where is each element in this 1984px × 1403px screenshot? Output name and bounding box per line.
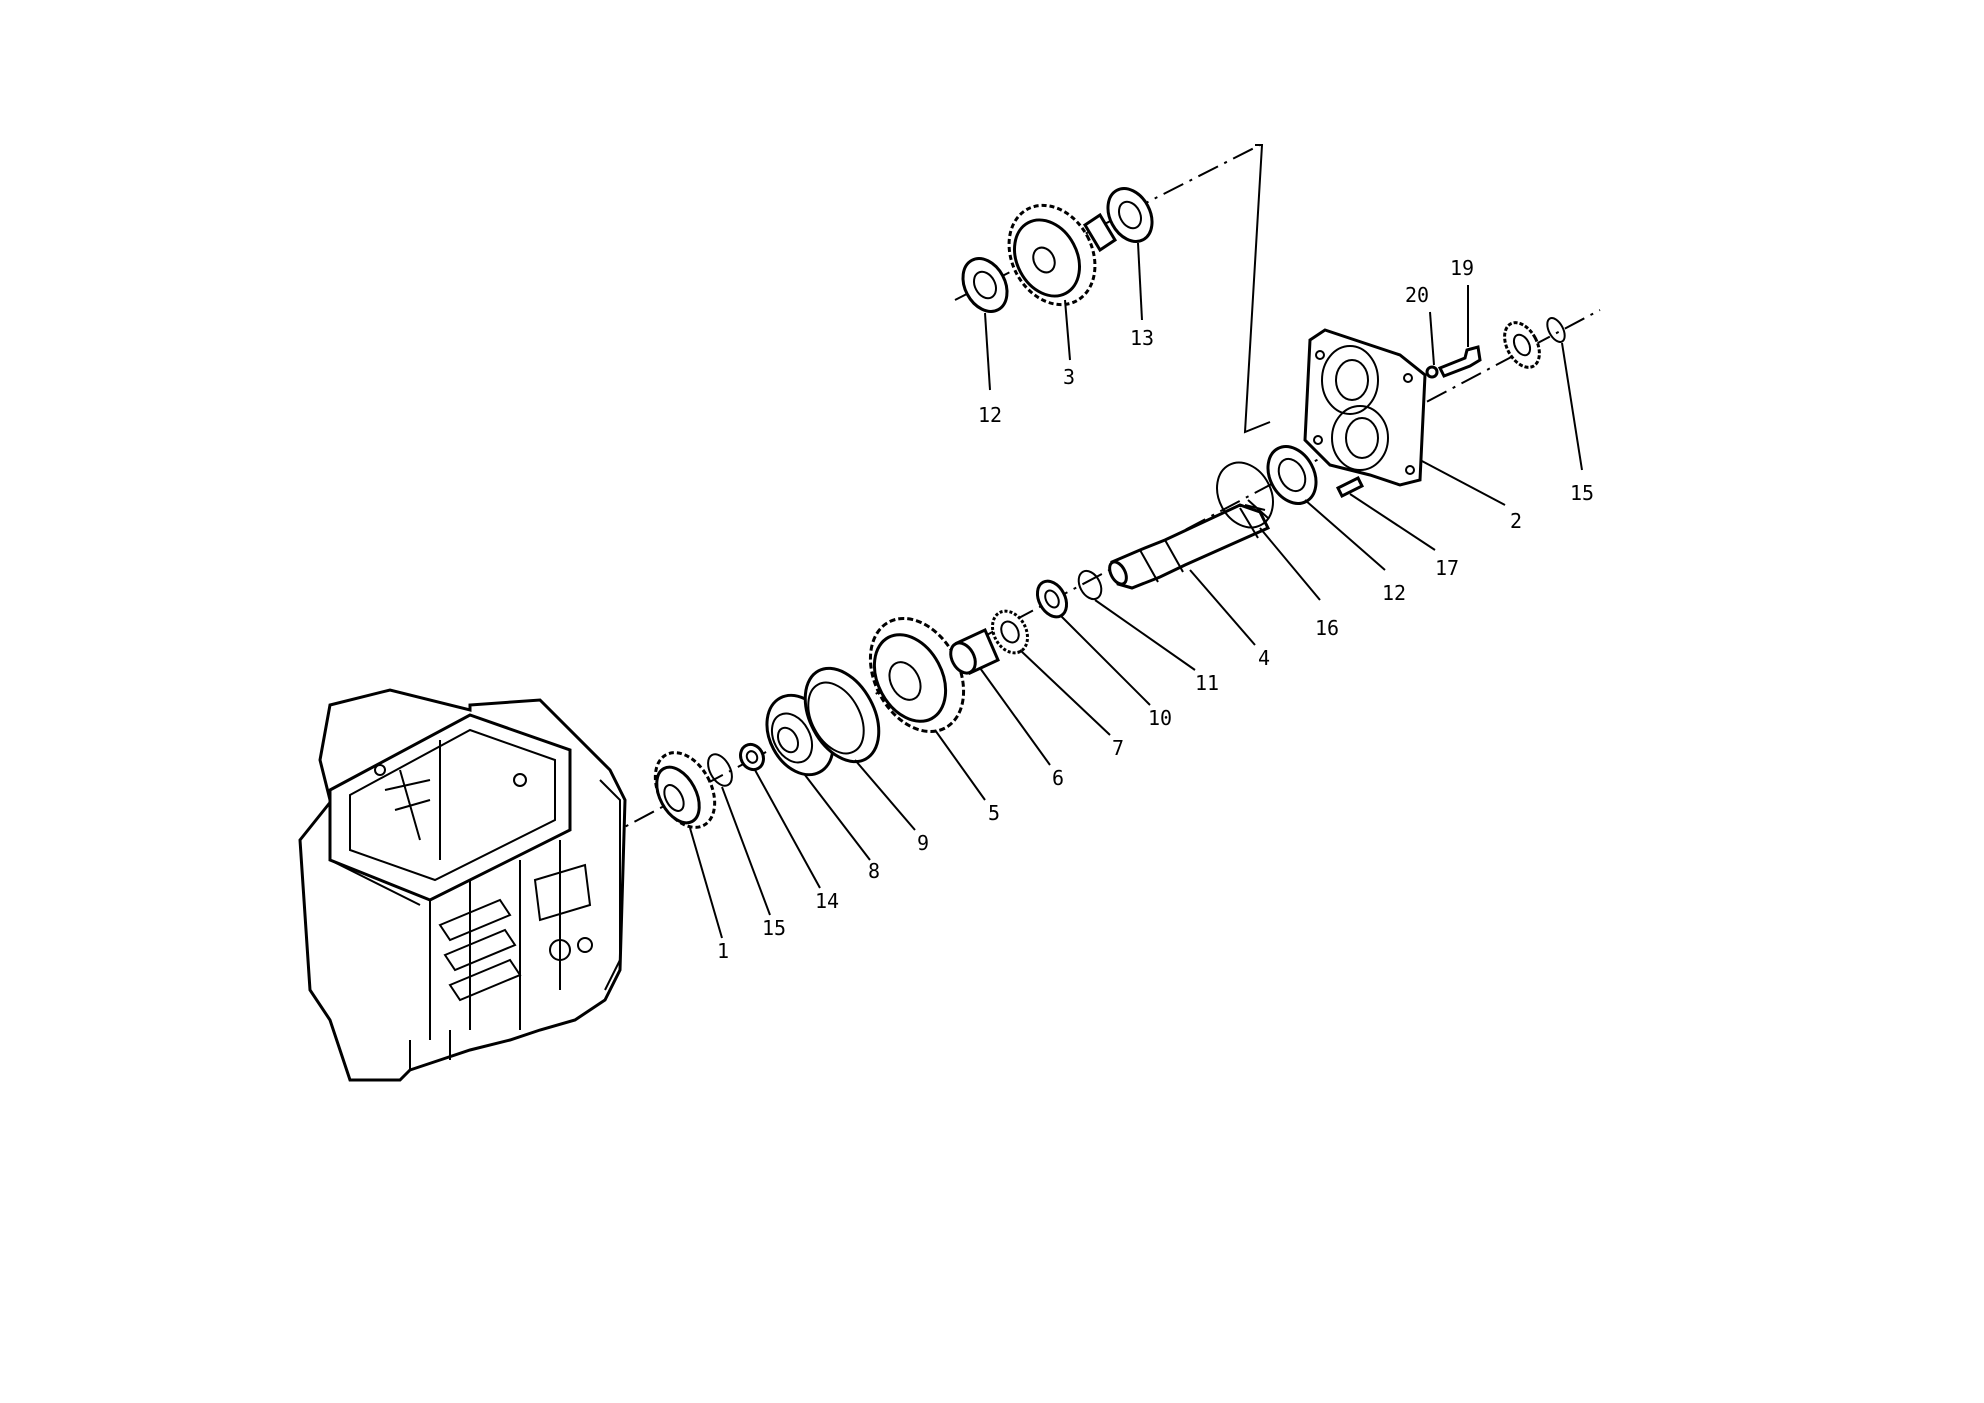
part-12-bearing-upper — [961, 257, 1009, 313]
part-10-washer — [1035, 579, 1069, 619]
part-1-gear — [653, 751, 717, 829]
part-6-bushing — [949, 627, 1000, 676]
part-12-bearing-lower — [1266, 445, 1318, 505]
callout-11: 11 — [1195, 671, 1219, 695]
callout-13: 13 — [1130, 326, 1154, 350]
callout-17: 16 — [1315, 616, 1339, 640]
part-9-sleeve — [803, 666, 881, 764]
part-18-dowel-pin — [1335, 475, 1365, 499]
callout-12-lower: 12 — [1382, 581, 1406, 605]
callout-7: 7 — [1112, 736, 1124, 760]
part-3-cluster-gear — [1007, 203, 1118, 307]
alignment-bracket — [1243, 144, 1271, 434]
part-16-snap-ring — [1546, 317, 1566, 343]
part-13-bearing — [1106, 187, 1154, 243]
upper-shaft-axis — [954, 144, 1261, 301]
callout-8: 8 — [868, 859, 880, 883]
callout-labels: 1 15 14 8 9 5 6 7 10 11 4 16 12 17 2 15 … — [717, 256, 1594, 963]
callout-10: 10 — [1148, 706, 1172, 730]
callout-2: 2 — [1510, 509, 1522, 533]
output-coupling-gear — [1503, 321, 1541, 369]
part-19-bolt — [1437, 345, 1482, 378]
part-17-o-ring — [1216, 461, 1274, 529]
callout-18: 17 — [1435, 556, 1459, 580]
callout-12-upper: 12 — [978, 403, 1002, 427]
part-14-bearing — [739, 742, 765, 772]
callout-5: 5 — [988, 801, 1000, 825]
callout-14: 14 — [815, 889, 839, 913]
part-4-shaft — [1108, 499, 1271, 590]
callout-4: 4 — [1258, 646, 1270, 670]
part-2-cover-plate — [1303, 328, 1427, 487]
main-shaft-axis — [599, 309, 1601, 841]
callout-3: 3 — [1063, 365, 1075, 389]
callout-1: 1 — [717, 939, 729, 963]
callout-6: 6 — [1052, 766, 1064, 790]
part-15-snap-ring — [707, 753, 733, 787]
callout-9: 9 — [917, 831, 929, 855]
callout-19: 19 — [1450, 256, 1474, 280]
part-20-washer — [1425, 365, 1439, 379]
callout-15: 15 — [762, 916, 786, 940]
callout-20: 20 — [1405, 283, 1429, 307]
leader-lines — [689, 242, 1583, 939]
part-11-snap-ring — [1077, 569, 1103, 601]
transmission-housing — [298, 688, 627, 1082]
part-7-needle-bearing — [990, 609, 1030, 655]
callout-16: 15 — [1570, 481, 1594, 505]
